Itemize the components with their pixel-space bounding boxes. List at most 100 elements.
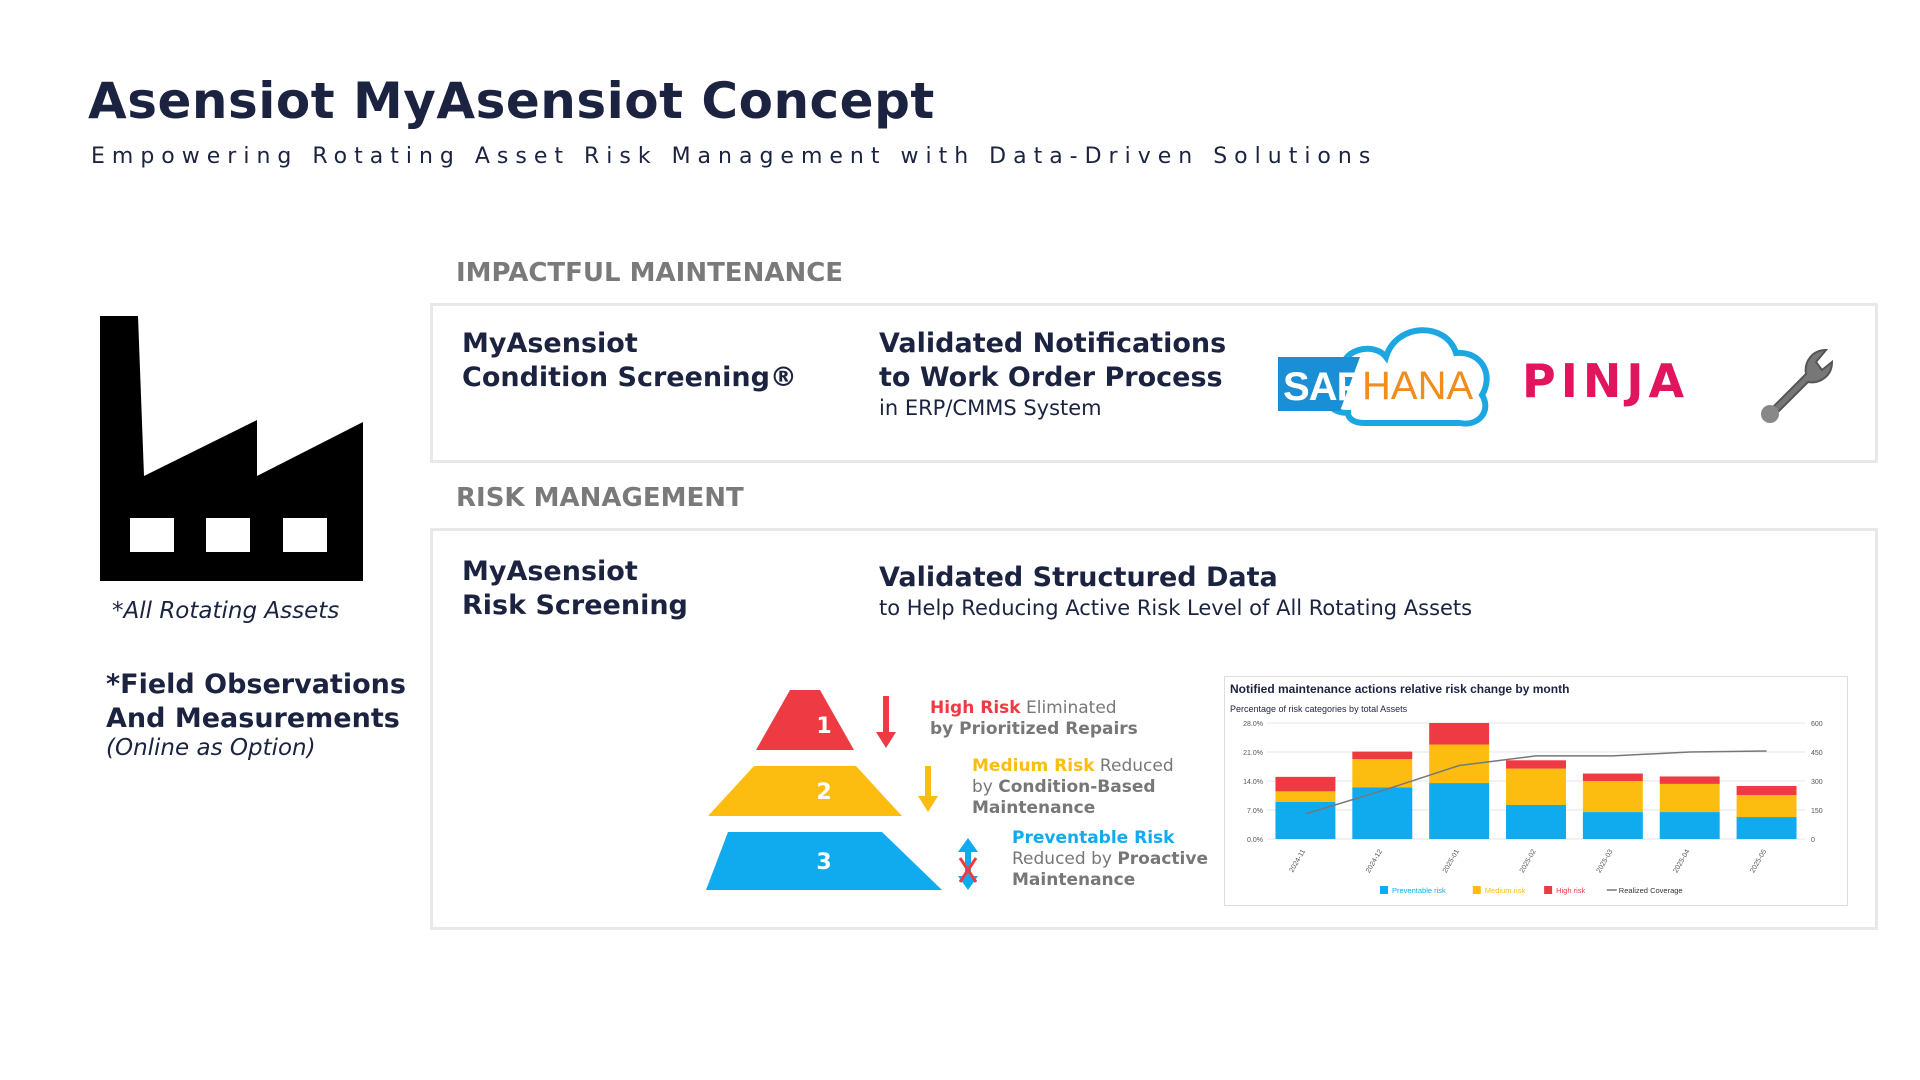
bar-high-risk [1659, 776, 1720, 784]
y2-tick-label: 0 [1811, 837, 1815, 844]
high-risk-normal: Eliminated [1020, 698, 1117, 718]
factory-icon [100, 316, 363, 581]
legend-label: Realized Coverage [1619, 886, 1683, 895]
wrench-icon [1761, 348, 1834, 423]
bar-medium-risk [1736, 795, 1797, 818]
condition-screening-label: MyAsensiot Condition Screening® [462, 327, 797, 395]
bar-preventable-risk [1659, 812, 1720, 839]
legend-label: Preventable risk [1392, 886, 1446, 895]
hana-text: HANA [1362, 364, 1473, 408]
preventable-risk-line-3: Maintenance [1012, 870, 1136, 890]
x-tick-label: 2025-01 [1442, 848, 1461, 874]
bar-medium-risk [1506, 768, 1566, 806]
bar-high-risk [1429, 723, 1490, 745]
bar-high-risk [1352, 751, 1413, 760]
bar-preventable-risk [1429, 783, 1490, 839]
arrow-down-high-icon [876, 696, 896, 748]
high-risk-text: High Risk Eliminated by Prioritized Repa… [930, 698, 1138, 740]
chart-title: Notified maintenance actions relative ri… [1230, 682, 1569, 696]
bar-preventable-risk [1352, 787, 1413, 839]
risk-heading: RISK MANAGEMENT [456, 483, 744, 513]
legend-swatch [1544, 886, 1553, 894]
pinja-logo: PINJA [1522, 354, 1690, 408]
medium-risk-normal: Reduced [1094, 756, 1174, 776]
validated-structured-data-title: Validated Structured Data [879, 562, 1278, 593]
y-tick-label: 14.0% [1243, 779, 1263, 786]
maintenance-panel [430, 303, 1878, 463]
all-rotating-assets-note: *All Rotating Assets [112, 598, 340, 624]
bar-preventable-risk [1506, 805, 1566, 839]
medium-risk-line-3: Maintenance [972, 798, 1096, 818]
bar-preventable-risk [1582, 812, 1643, 839]
high-risk-line-2: by Prioritized Repairs [930, 719, 1138, 739]
bar-preventable-risk [1736, 817, 1797, 839]
high-risk-strong: High Risk [930, 698, 1021, 718]
pyramid-level-high [756, 690, 854, 750]
x-tick-label: 2025-05 [1749, 848, 1768, 874]
bar-medium-risk [1582, 781, 1643, 813]
risk-pyramid: 1 2 3 [706, 690, 978, 890]
y-tick-label: 0.0% [1247, 837, 1263, 844]
y-tick-label: 28.0% [1243, 721, 1263, 728]
page-subtitle: Empowering Rotating Asset Risk Managemen… [91, 144, 1378, 169]
medium-risk-cbm: Condition-Based [998, 777, 1156, 797]
validated-notifications-line-1: Validated Notifications [879, 328, 1227, 359]
risk-screening-label: MyAsensiot Risk Screening [462, 555, 688, 623]
bar-medium-risk [1429, 744, 1490, 784]
pyramid-number-3: 3 [816, 850, 831, 875]
field-observations-label: *Field Observations And Measurements [106, 668, 406, 736]
bar-high-risk [1582, 773, 1643, 781]
sap-text: SAP [1283, 365, 1363, 409]
y2-tick-label: 300 [1811, 779, 1823, 786]
page-title: Asensiot MyAsensiot Concept [88, 72, 935, 130]
y-tick-label: 21.0% [1243, 750, 1263, 757]
pyramid-level-medium [708, 766, 902, 816]
sap-hana-logo: SAP HANA [1278, 327, 1490, 427]
field-obs-line-1: *Field Observations [106, 669, 406, 700]
bar-high-risk [1736, 785, 1797, 796]
bar-medium-risk [1659, 783, 1720, 813]
legend-swatch [1472, 886, 1481, 894]
bar-medium-risk [1275, 791, 1336, 802]
legend-label: High risk [1556, 886, 1585, 895]
bar-high-risk [1506, 760, 1566, 769]
validated-notifications-line-2: to Work Order Process [879, 362, 1223, 393]
condition-screening-line-2: Condition Screening® [462, 362, 797, 393]
preventable-risk-reduced-by: Reduced by [1012, 849, 1118, 869]
risk-screening-line-1: MyAsensiot [462, 556, 638, 587]
x-tick-label: 2025-04 [1673, 848, 1692, 874]
legend-swatch [1380, 886, 1388, 894]
y2-tick-label: 150 [1811, 808, 1823, 815]
online-option-note: (Online as Option) [106, 735, 316, 761]
arrow-down-medium-icon [918, 766, 938, 812]
field-obs-line-2: And Measurements [106, 703, 400, 734]
preventable-risk-text: Preventable Risk Reduced by Proactive Ma… [1012, 828, 1208, 891]
medium-risk-strong: Medium Risk [972, 756, 1095, 776]
condition-screening-line-1: MyAsensiot [462, 328, 638, 359]
risk-chart-card: Notified maintenance actions relative ri… [1224, 676, 1848, 906]
bar-medium-risk [1352, 759, 1413, 788]
risk-change-chart: Notified maintenance actions relative ri… [1230, 682, 1823, 895]
preventable-risk-proactive: Proactive [1117, 849, 1208, 869]
validated-notifications-label: Validated Notifications to Work Order Pr… [879, 327, 1226, 395]
realized-coverage-line [1305, 750, 1767, 815]
risk-screening-line-2: Risk Screening [462, 590, 688, 621]
risk-reduction-text: to Help Reducing Active Risk Level of Al… [879, 596, 1473, 620]
x-tick-label: 2025-03 [1596, 848, 1615, 874]
pyramid-number-2: 2 [816, 780, 831, 805]
erp-cmms-text: in ERP/CMMS System [879, 396, 1102, 420]
bar-high-risk [1275, 776, 1336, 792]
medium-risk-text: Medium Risk Reduced by Condition-Based M… [972, 756, 1174, 819]
x-tick-label: 2024-11 [1289, 848, 1308, 873]
arrow-updown-preventable-icon [958, 838, 978, 890]
y2-tick-label: 450 [1811, 750, 1823, 757]
x-tick-label: 2024-12 [1365, 848, 1384, 874]
pyramid-level-preventable [706, 832, 942, 890]
x-tick-label: 2025-02 [1519, 848, 1538, 874]
maintenance-heading: IMPACTFUL MAINTENANCE [456, 258, 844, 288]
chart-subtitle: Percentage of risk categories by total A… [1230, 704, 1408, 714]
pyramid-number-1: 1 [816, 714, 831, 739]
y-tick-label: 7.0% [1247, 808, 1263, 815]
y2-tick-label: 600 [1811, 721, 1823, 728]
medium-risk-by: by [972, 777, 999, 797]
